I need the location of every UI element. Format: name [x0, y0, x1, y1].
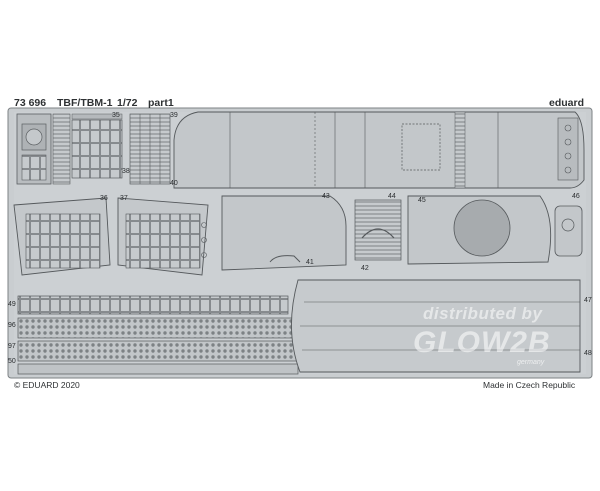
- kit-model: TBF/TBM-1: [57, 97, 113, 109]
- part-number: 37: [120, 195, 128, 202]
- fuselage-side-panel: [173, 111, 585, 189]
- part-number: 46: [572, 193, 580, 200]
- kit-scale: 1/72: [117, 97, 138, 109]
- kit-code: 73 696: [14, 97, 47, 109]
- part-number: 42: [361, 265, 369, 272]
- part-36-panel: [13, 197, 111, 276]
- watermark-line2: GLOW2B: [413, 326, 551, 359]
- part-number: 49: [8, 301, 16, 308]
- part-38-40-strips: [129, 113, 171, 185]
- part-number: 38: [122, 168, 130, 175]
- part-number: 36: [100, 195, 108, 202]
- part-number: 97: [8, 343, 16, 350]
- part-35-cluster: [16, 113, 123, 185]
- part-number: 96: [8, 322, 16, 329]
- part-46-piece: [554, 205, 583, 257]
- part-43-panel: [221, 195, 347, 271]
- copyright-text: © EDUARD 2020: [14, 380, 80, 390]
- part-number: 43: [322, 193, 330, 200]
- part-number: 39: [170, 112, 178, 119]
- part-number: 48: [584, 350, 592, 357]
- part-44-ladder: [354, 199, 402, 261]
- part-number: 50: [8, 358, 16, 365]
- part-number: 47: [584, 297, 592, 304]
- part-45-panel: [407, 195, 552, 265]
- watermark-line3: germany: [517, 359, 545, 366]
- part-number: 45: [418, 197, 426, 204]
- part-number: 41: [306, 259, 314, 266]
- kit-part: part1: [148, 97, 174, 109]
- part-number: 44: [388, 193, 396, 200]
- part-number: 40: [170, 180, 178, 187]
- part-47-48-long-panel: [291, 279, 581, 373]
- origin-text: Made in Czech Republic: [483, 380, 576, 390]
- watermark-line1: distributed by: [423, 304, 543, 323]
- distributor-watermark: distributed by GLOW2B germany: [405, 300, 585, 370]
- part-number: 35: [112, 112, 120, 119]
- brand-logo: eduard: [549, 97, 585, 109]
- bottom-strips: [17, 295, 299, 375]
- part-37-panel: [117, 197, 209, 276]
